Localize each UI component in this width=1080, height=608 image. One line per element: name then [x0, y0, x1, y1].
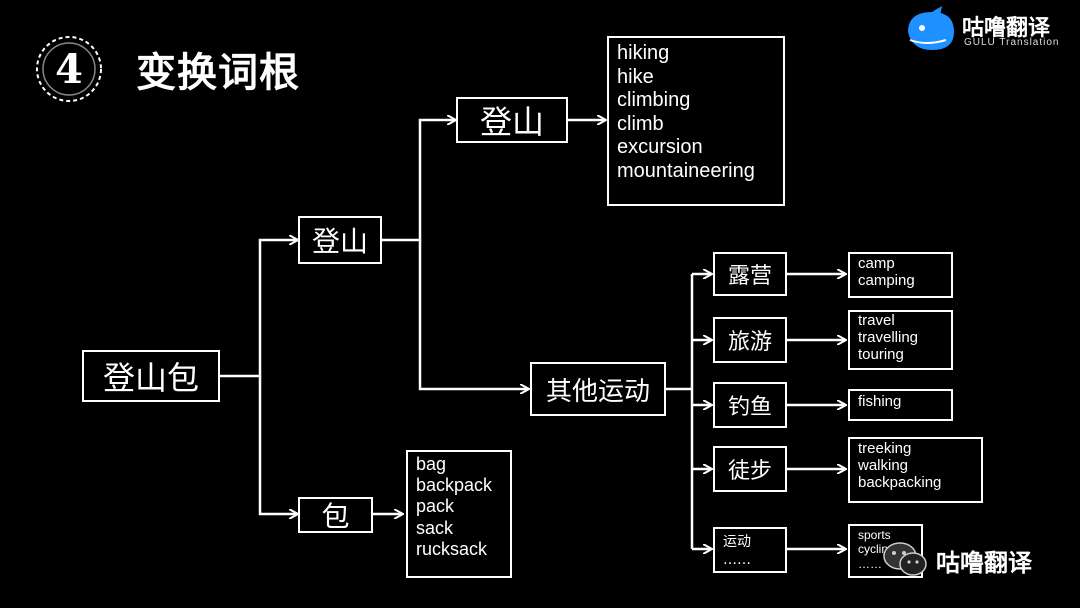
- watermark: 咕噜翻译: [882, 540, 1032, 580]
- node-other-sports: 其他运动: [530, 362, 666, 416]
- node-root-label: 登山包: [102, 359, 199, 397]
- word-item: mountaineering: [617, 159, 755, 182]
- word-item: sports: [858, 528, 891, 542]
- node-camp-label: 露营: [727, 264, 772, 289]
- hiking-words-box: treeking walking backpacking: [848, 437, 983, 503]
- node-bag: 包: [298, 497, 373, 533]
- word-item: sack: [416, 517, 454, 538]
- brand-name-en: GULU Translation: [964, 37, 1060, 48]
- section-number-badge: 4: [36, 36, 102, 102]
- node-bag-label: 包: [321, 500, 350, 533]
- mountain-words-box: hiking hike climbing climb excursion mou…: [607, 36, 785, 206]
- word-item: rucksack: [416, 538, 488, 559]
- connector-root-bag: [258, 376, 297, 514]
- connector-mountain-other: [418, 240, 528, 389]
- word-item: climb: [617, 112, 664, 135]
- wechat-icon: [883, 542, 927, 576]
- node-mountain-label: 登山: [311, 225, 368, 258]
- word-item: travel: [858, 312, 895, 329]
- section-number: 4: [55, 46, 83, 93]
- word-item: backpacking: [858, 473, 942, 491]
- node-other-sports-label: 其他运动: [545, 376, 650, 407]
- node-travel: 旅游: [713, 317, 787, 363]
- node-sport-label: 运动: [723, 534, 751, 550]
- gulu-logo-icon: [908, 6, 954, 50]
- node-sport-ellipsis: ……: [723, 552, 751, 569]
- word-item: walking: [858, 456, 909, 474]
- travel-words-box: travel travelling touring: [848, 310, 953, 370]
- word-item: travelling: [858, 328, 919, 346]
- connector-mountain-sub: [382, 120, 455, 242]
- bag-words-box: bag backpack pack sack rucksack: [406, 450, 512, 578]
- connector-root-mountain: [220, 240, 297, 378]
- word-item: pack: [416, 496, 455, 517]
- node-hiking: 徒步: [713, 446, 787, 492]
- node-hiking-label: 徒步: [727, 459, 772, 484]
- brand-name: 咕噜翻译: [962, 16, 1051, 41]
- word-item: camp: [858, 255, 895, 272]
- node-fishing-label: 钓鱼: [727, 395, 772, 420]
- word-item: camping: [858, 272, 915, 290]
- fishing-words-box: fishing: [848, 389, 953, 421]
- word-item: backpack: [416, 475, 493, 496]
- node-mountain: 登山: [298, 216, 382, 264]
- node-travel-label: 旅游: [727, 330, 772, 355]
- word-item: excursion: [617, 136, 703, 159]
- node-sub-mountain: 登山: [456, 97, 568, 143]
- camp-words-box: camp camping: [848, 252, 953, 298]
- node-sport: 运动 ……: [713, 527, 787, 573]
- word-item: climbing: [617, 89, 691, 112]
- word-item: bag: [416, 454, 447, 474]
- watermark-text: 咕噜翻译: [936, 548, 1032, 577]
- word-item: touring: [858, 345, 904, 363]
- word-item: fishing: [858, 393, 902, 410]
- word-item: hiking: [617, 42, 670, 64]
- word-item: treeking: [858, 440, 912, 457]
- node-root: 登山包: [82, 350, 220, 402]
- node-sub-mountain-label: 登山: [479, 103, 544, 141]
- node-camp: 露营: [713, 252, 787, 296]
- page-title: 变换词根: [136, 50, 300, 96]
- word-item: ……: [858, 556, 882, 571]
- node-fishing: 钓鱼: [713, 382, 787, 428]
- word-item: hike: [617, 65, 654, 88]
